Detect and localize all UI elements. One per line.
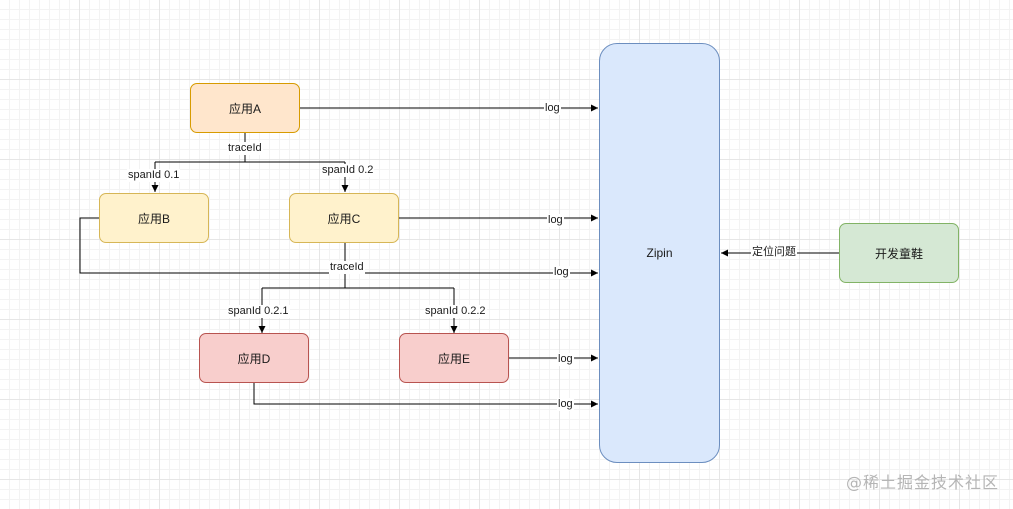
label-log-a: log bbox=[544, 102, 561, 115]
node-app-e-label: 应用E bbox=[437, 351, 470, 366]
node-app-d[interactable]: 应用D bbox=[199, 333, 309, 383]
label-log-e: log bbox=[557, 353, 574, 366]
node-developer-label: 开发童鞋 bbox=[874, 246, 923, 261]
label-log-d: log bbox=[557, 398, 574, 411]
label-trace-id-top: traceId bbox=[227, 142, 263, 155]
node-app-d-label: 应用D bbox=[237, 351, 271, 366]
node-app-c-label: 应用C bbox=[327, 211, 361, 226]
node-app-b-label: 应用B bbox=[137, 211, 170, 226]
label-locate-issue: 定位问题 bbox=[751, 246, 797, 259]
node-app-c[interactable]: 应用C bbox=[289, 193, 399, 243]
node-developer[interactable]: 开发童鞋 bbox=[839, 223, 959, 283]
node-zipkin-label: Zipin bbox=[646, 246, 673, 260]
label-span-b: spanId 0.1 bbox=[127, 169, 181, 182]
watermark: @稀土掘金技术社区 bbox=[845, 473, 999, 492]
label-span-c: spanId 0.2 bbox=[321, 164, 375, 177]
edge-d-to-zipkin bbox=[253, 383, 598, 408]
node-app-e[interactable]: 应用E bbox=[399, 333, 509, 383]
label-log-b: log bbox=[553, 266, 570, 279]
label-span-e: spanId 0.2.2 bbox=[424, 305, 487, 318]
label-trace-id-mid: traceId bbox=[329, 261, 365, 274]
node-app-a[interactable]: 应用A bbox=[190, 83, 300, 133]
label-span-d: spanId 0.2.1 bbox=[227, 305, 290, 318]
label-log-c: log bbox=[547, 214, 564, 227]
node-app-a-label: 应用A bbox=[228, 101, 261, 116]
node-app-b[interactable]: 应用B bbox=[99, 193, 209, 243]
node-zipkin[interactable]: Zipin bbox=[599, 43, 720, 463]
